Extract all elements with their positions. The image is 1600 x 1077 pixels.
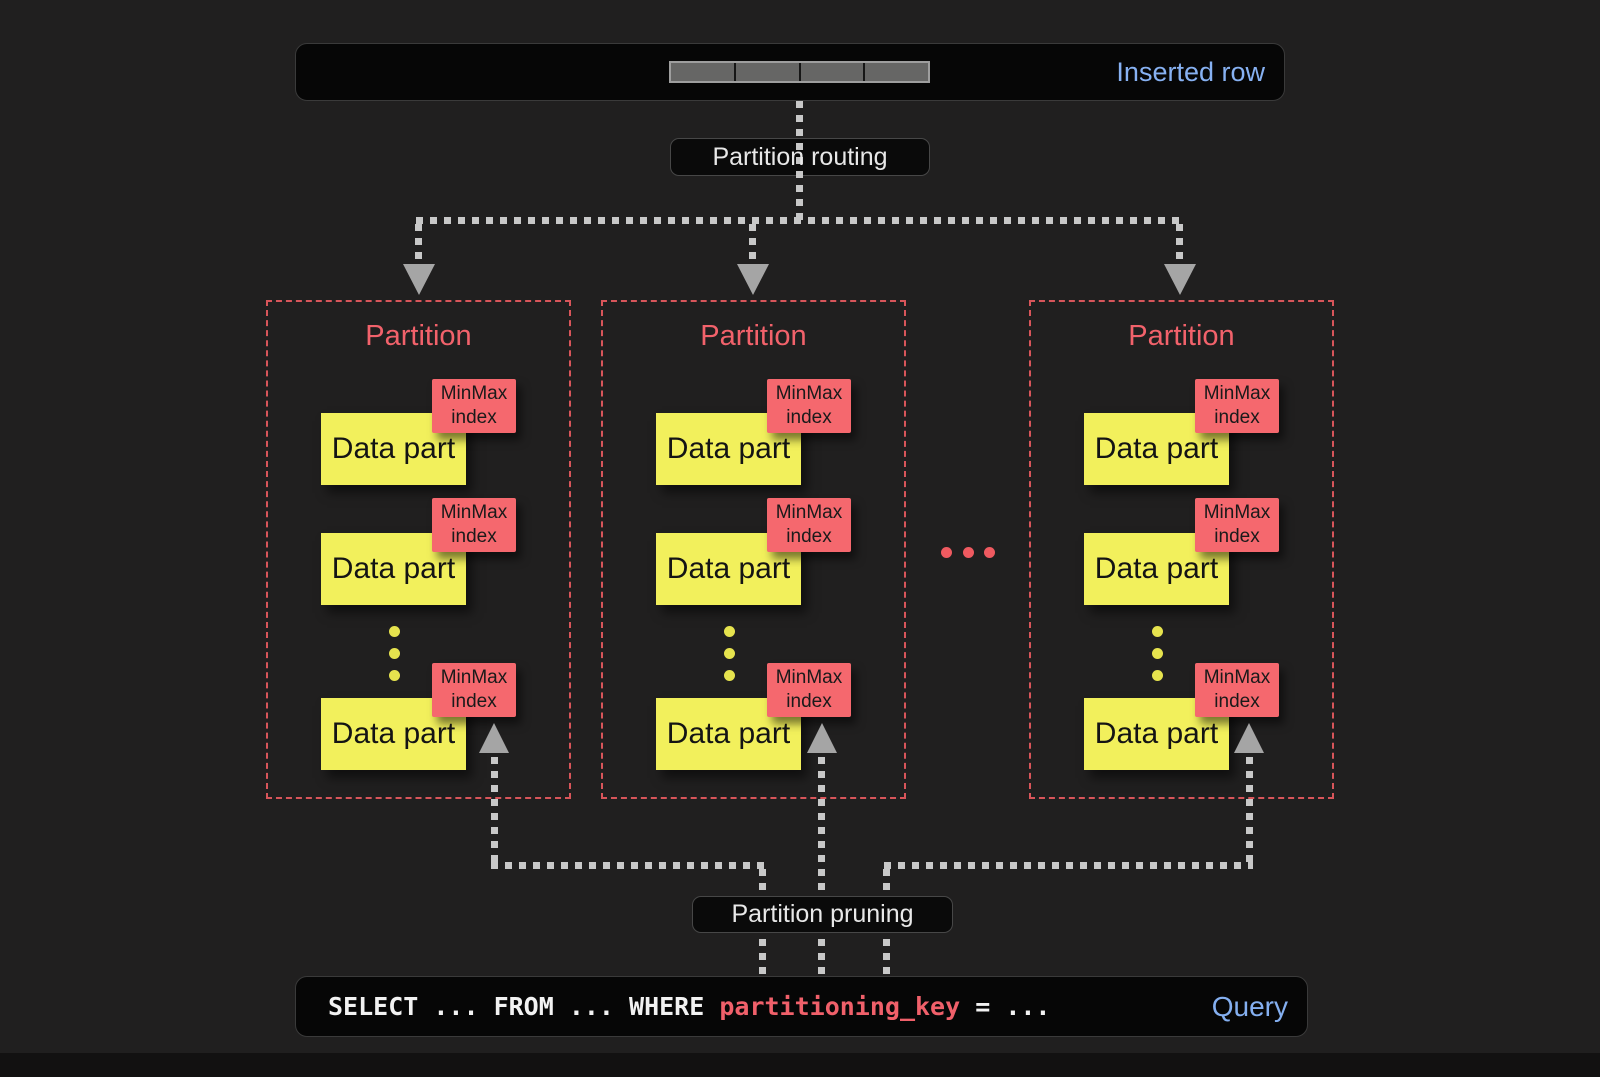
partition-title: Partition bbox=[365, 320, 472, 352]
row-segment bbox=[865, 63, 928, 81]
pruning-line-left-horizontal bbox=[491, 862, 767, 869]
inserted-row-label: Inserted row bbox=[1116, 56, 1265, 87]
arrow-down-icon bbox=[737, 264, 769, 295]
data-part-box: Data part bbox=[1084, 698, 1229, 770]
pruning-line-left-up bbox=[491, 757, 498, 865]
ellipsis-dot bbox=[984, 547, 995, 558]
row-segment bbox=[735, 63, 799, 81]
partition-box-2: Partition MinMax index Data part MinMax … bbox=[601, 300, 906, 799]
more-parts-dot bbox=[1152, 648, 1163, 659]
more-parts-dot bbox=[1152, 626, 1163, 637]
branch-drop-middle bbox=[749, 224, 756, 266]
branch-drop-left bbox=[415, 224, 422, 266]
minmax-index-tag: MinMax index bbox=[767, 663, 851, 717]
partition-title: Partition bbox=[700, 320, 807, 352]
more-parts-dot bbox=[724, 626, 735, 637]
query-label: Query bbox=[1211, 990, 1288, 1022]
inserted-row-bar: Inserted row bbox=[295, 43, 1285, 101]
minmax-index-tag: MinMax index bbox=[767, 498, 851, 552]
arrow-down-icon bbox=[403, 264, 435, 295]
minmax-index-tag: MinMax index bbox=[767, 379, 851, 433]
ellipsis-dot bbox=[963, 547, 974, 558]
arrow-up-icon bbox=[807, 723, 837, 753]
more-parts-dot bbox=[389, 626, 400, 637]
more-parts-dot bbox=[724, 648, 735, 659]
minmax-index-tag: MinMax index bbox=[1195, 379, 1279, 433]
query-code-suffix: = ... bbox=[960, 992, 1051, 1021]
pruning-line-right-horizontal bbox=[884, 862, 1253, 869]
partition-pruning-label-box bbox=[692, 896, 953, 933]
bottom-strip bbox=[0, 1053, 1600, 1077]
row-segments bbox=[669, 61, 930, 83]
branch-line bbox=[416, 217, 1180, 224]
minmax-index-tag: MinMax index bbox=[1195, 498, 1279, 552]
arrow-down-icon bbox=[1164, 264, 1196, 295]
branch-drop-right bbox=[1176, 224, 1183, 266]
data-part-box: Data part bbox=[321, 413, 466, 485]
query-code-prefix: SELECT ... FROM ... WHERE bbox=[328, 992, 720, 1021]
partition-box-3: Partition MinMax index Data part MinMax … bbox=[1029, 300, 1334, 799]
query-bar: SELECT ... FROM ... WHERE partitioning_k… bbox=[295, 976, 1308, 1037]
more-parts-dot bbox=[389, 670, 400, 681]
routing-line bbox=[796, 101, 803, 220]
query-partitioning-key: partitioning_key bbox=[719, 992, 961, 1021]
data-part-box: Data part bbox=[656, 533, 801, 605]
more-parts-dot bbox=[389, 648, 400, 659]
more-parts-dot bbox=[724, 670, 735, 681]
minmax-index-tag: MinMax index bbox=[432, 379, 516, 433]
row-segment bbox=[800, 63, 864, 81]
partition-pruning-label: Partition pruning bbox=[731, 900, 914, 928]
partition-box-1: Partition MinMax index Data part MinMax … bbox=[266, 300, 571, 799]
minmax-index-tag: MinMax index bbox=[432, 498, 516, 552]
more-parts-dot bbox=[1152, 670, 1163, 681]
pruning-line-right-up bbox=[1246, 757, 1253, 865]
query-code: SELECT ... FROM ... WHERE partitioning_k… bbox=[296, 992, 1050, 1021]
minmax-index-tag: MinMax index bbox=[1195, 663, 1279, 717]
partition-routing-label: Partition routing bbox=[712, 142, 888, 171]
pruning-line-middle bbox=[818, 757, 825, 976]
arrow-up-icon bbox=[479, 723, 509, 753]
minmax-index-tag: MinMax index bbox=[432, 663, 516, 717]
row-segment bbox=[671, 63, 734, 81]
arrow-up-icon bbox=[1234, 723, 1264, 753]
ellipsis-dot bbox=[941, 547, 952, 558]
partition-title: Partition bbox=[1128, 320, 1235, 352]
